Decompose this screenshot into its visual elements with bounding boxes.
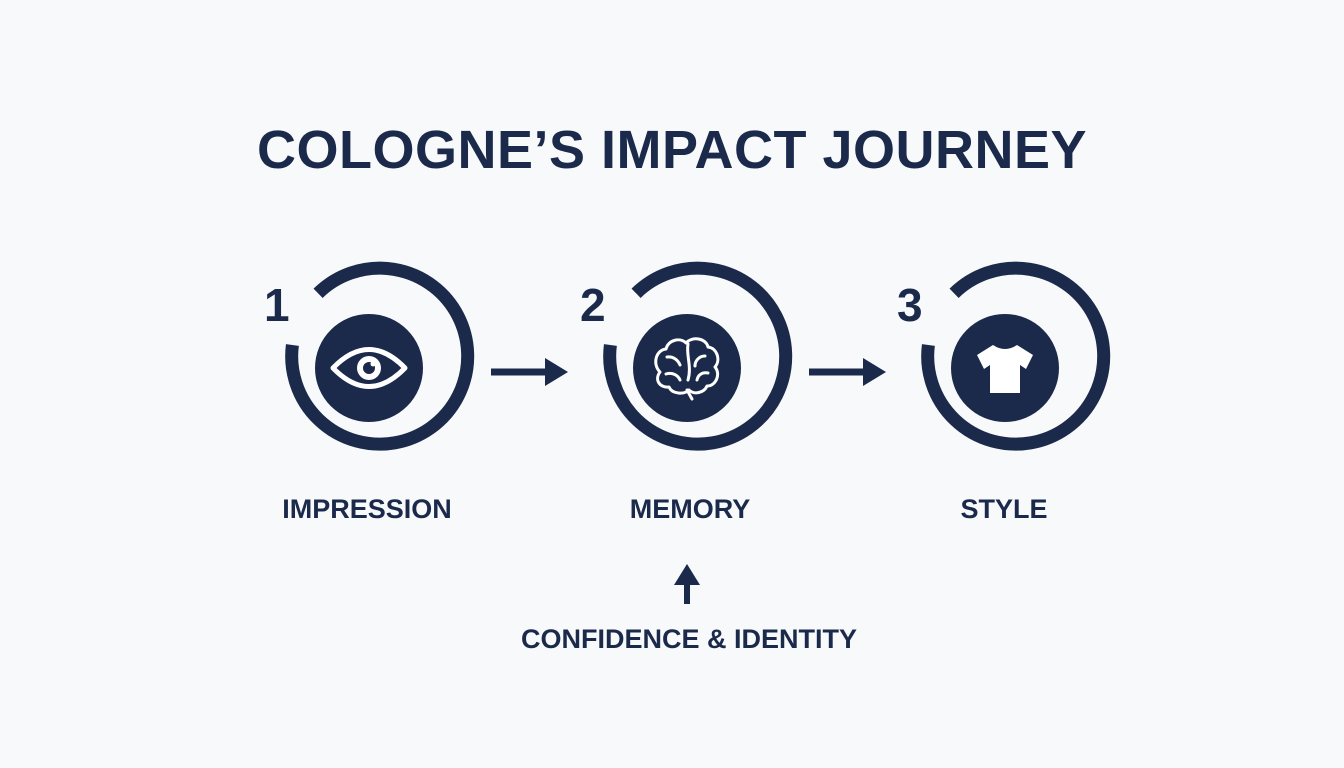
step-2-icon-disc (633, 314, 741, 422)
step-3-label: STYLE (960, 494, 1048, 524)
connector-arrow-2 (809, 358, 886, 386)
step-2-progress-ring (603, 261, 793, 451)
brain-icon (654, 337, 720, 401)
step-1-label: IMPRESSION (282, 494, 452, 524)
step-1-number: 1 (264, 279, 290, 331)
step-2-number: 2 (580, 279, 606, 331)
step-2-node (603, 261, 793, 451)
step-3-node (921, 261, 1111, 451)
step-3-number: 3 (897, 279, 923, 331)
diagram-title: COLOGNE’S IMPACT JOURNEY (256, 120, 1088, 180)
connector-arrow-1 (491, 358, 568, 386)
step-2-label: MEMORY (629, 494, 751, 524)
step-3-progress-ring (921, 261, 1111, 451)
step-1-node (285, 261, 475, 451)
eye-icon (330, 347, 408, 389)
step-1-progress-ring (285, 261, 475, 451)
tshirt-icon (977, 345, 1033, 393)
influence-label: CONFIDENCE & IDENTITY (520, 624, 857, 654)
influence-up-arrow (674, 564, 700, 604)
